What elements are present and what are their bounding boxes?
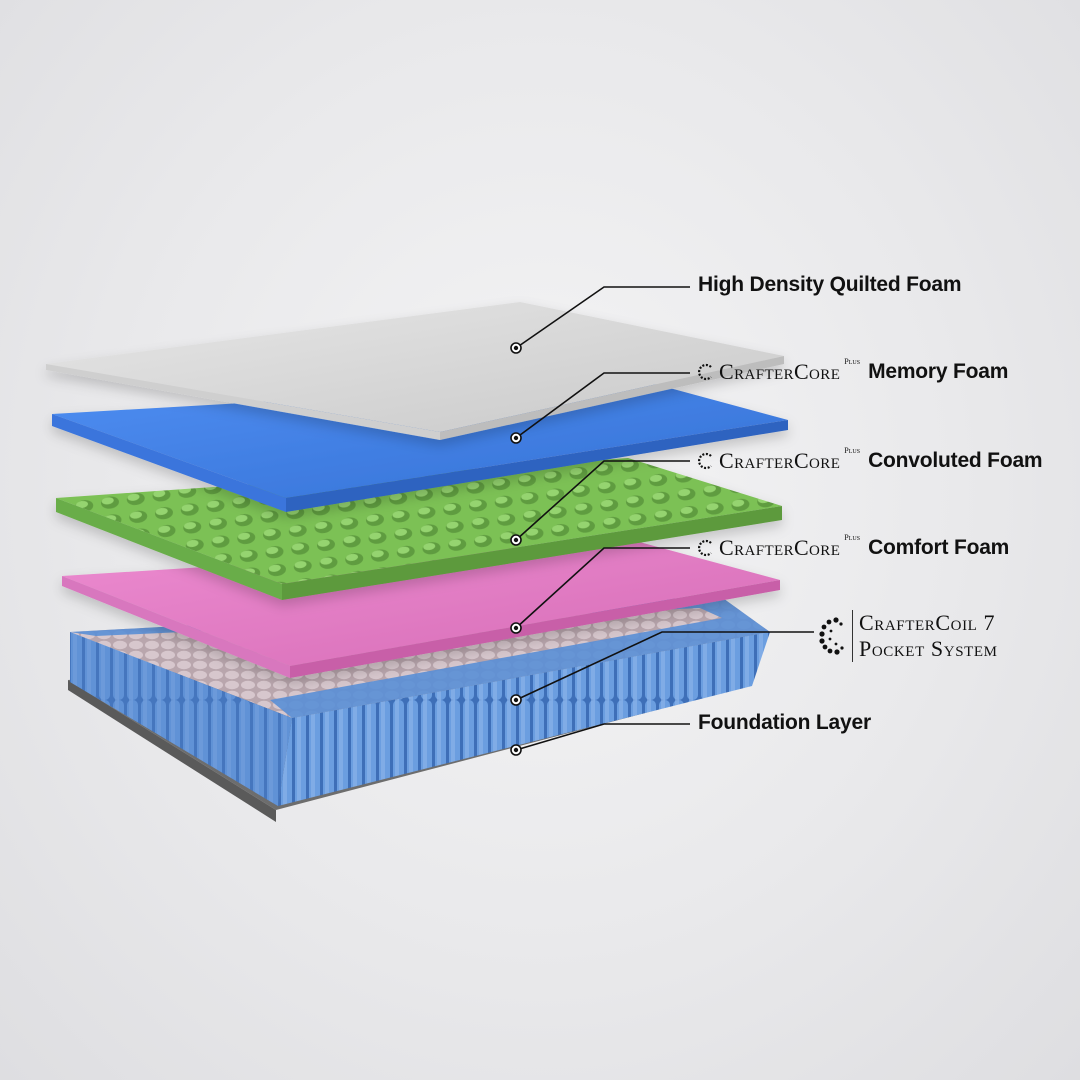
brand-plus: Plus [844, 532, 861, 542]
leader-memory [515, 372, 690, 439]
callout-dot [510, 622, 522, 634]
label-coil-system: CrafterCoil 7 Pocket System [818, 610, 998, 662]
callout-dot [510, 534, 522, 546]
callout-dots [510, 342, 522, 756]
label-comfort-foam: CrafterCore Plus Comfort Foam [697, 532, 1010, 561]
brand-plus: Plus [844, 445, 861, 455]
craftercore-logo-icon [698, 452, 712, 470]
label-quilted-text: High Density Quilted Foam [698, 273, 962, 296]
brand-craftercore: CrafterCore [719, 535, 841, 560]
callout-dot [510, 432, 522, 444]
label-foundation-layer: Foundation Layer [698, 711, 871, 735]
leader-lines [515, 286, 814, 751]
callout-dot [510, 744, 522, 756]
label-memory-text: Memory Foam [868, 360, 1009, 383]
leader-convoluted [515, 460, 690, 541]
brand-plus: Plus [844, 356, 861, 366]
coil-label-line2: Pocket System [859, 636, 998, 661]
brand-craftercore: CrafterCore [719, 359, 841, 384]
leader-comfort [515, 547, 690, 629]
callout-dot [510, 694, 522, 706]
label-quilted-foam: High Density Quilted Foam [698, 273, 962, 297]
callout-dot [510, 342, 522, 354]
coil-pocket-system [70, 596, 770, 806]
craftercore-logo-icon [698, 539, 712, 557]
brand-craftercore: CrafterCore [719, 448, 841, 473]
label-convoluted-text: Convoluted Foam [868, 449, 1043, 472]
quilted-foam-layer [46, 302, 784, 440]
craftercore-logo-icon [698, 363, 712, 381]
memory-foam-layer [52, 380, 788, 512]
label-convoluted-foam: CrafterCore Plus Convoluted Foam [697, 445, 1043, 474]
coil-label-lines: CrafterCoil 7 Pocket System [852, 610, 998, 662]
leader-coil [515, 631, 814, 701]
label-comfort-text: Comfort Foam [868, 536, 1010, 559]
label-foundation-text: Foundation Layer [698, 711, 871, 734]
leader-foundation [515, 723, 690, 751]
leader-quilted [515, 286, 690, 349]
coil-label-line1: CrafterCoil 7 [859, 610, 996, 635]
craftercoil-logo-icon [819, 617, 844, 655]
label-memory-foam: CrafterCore Plus Memory Foam [697, 356, 1009, 385]
